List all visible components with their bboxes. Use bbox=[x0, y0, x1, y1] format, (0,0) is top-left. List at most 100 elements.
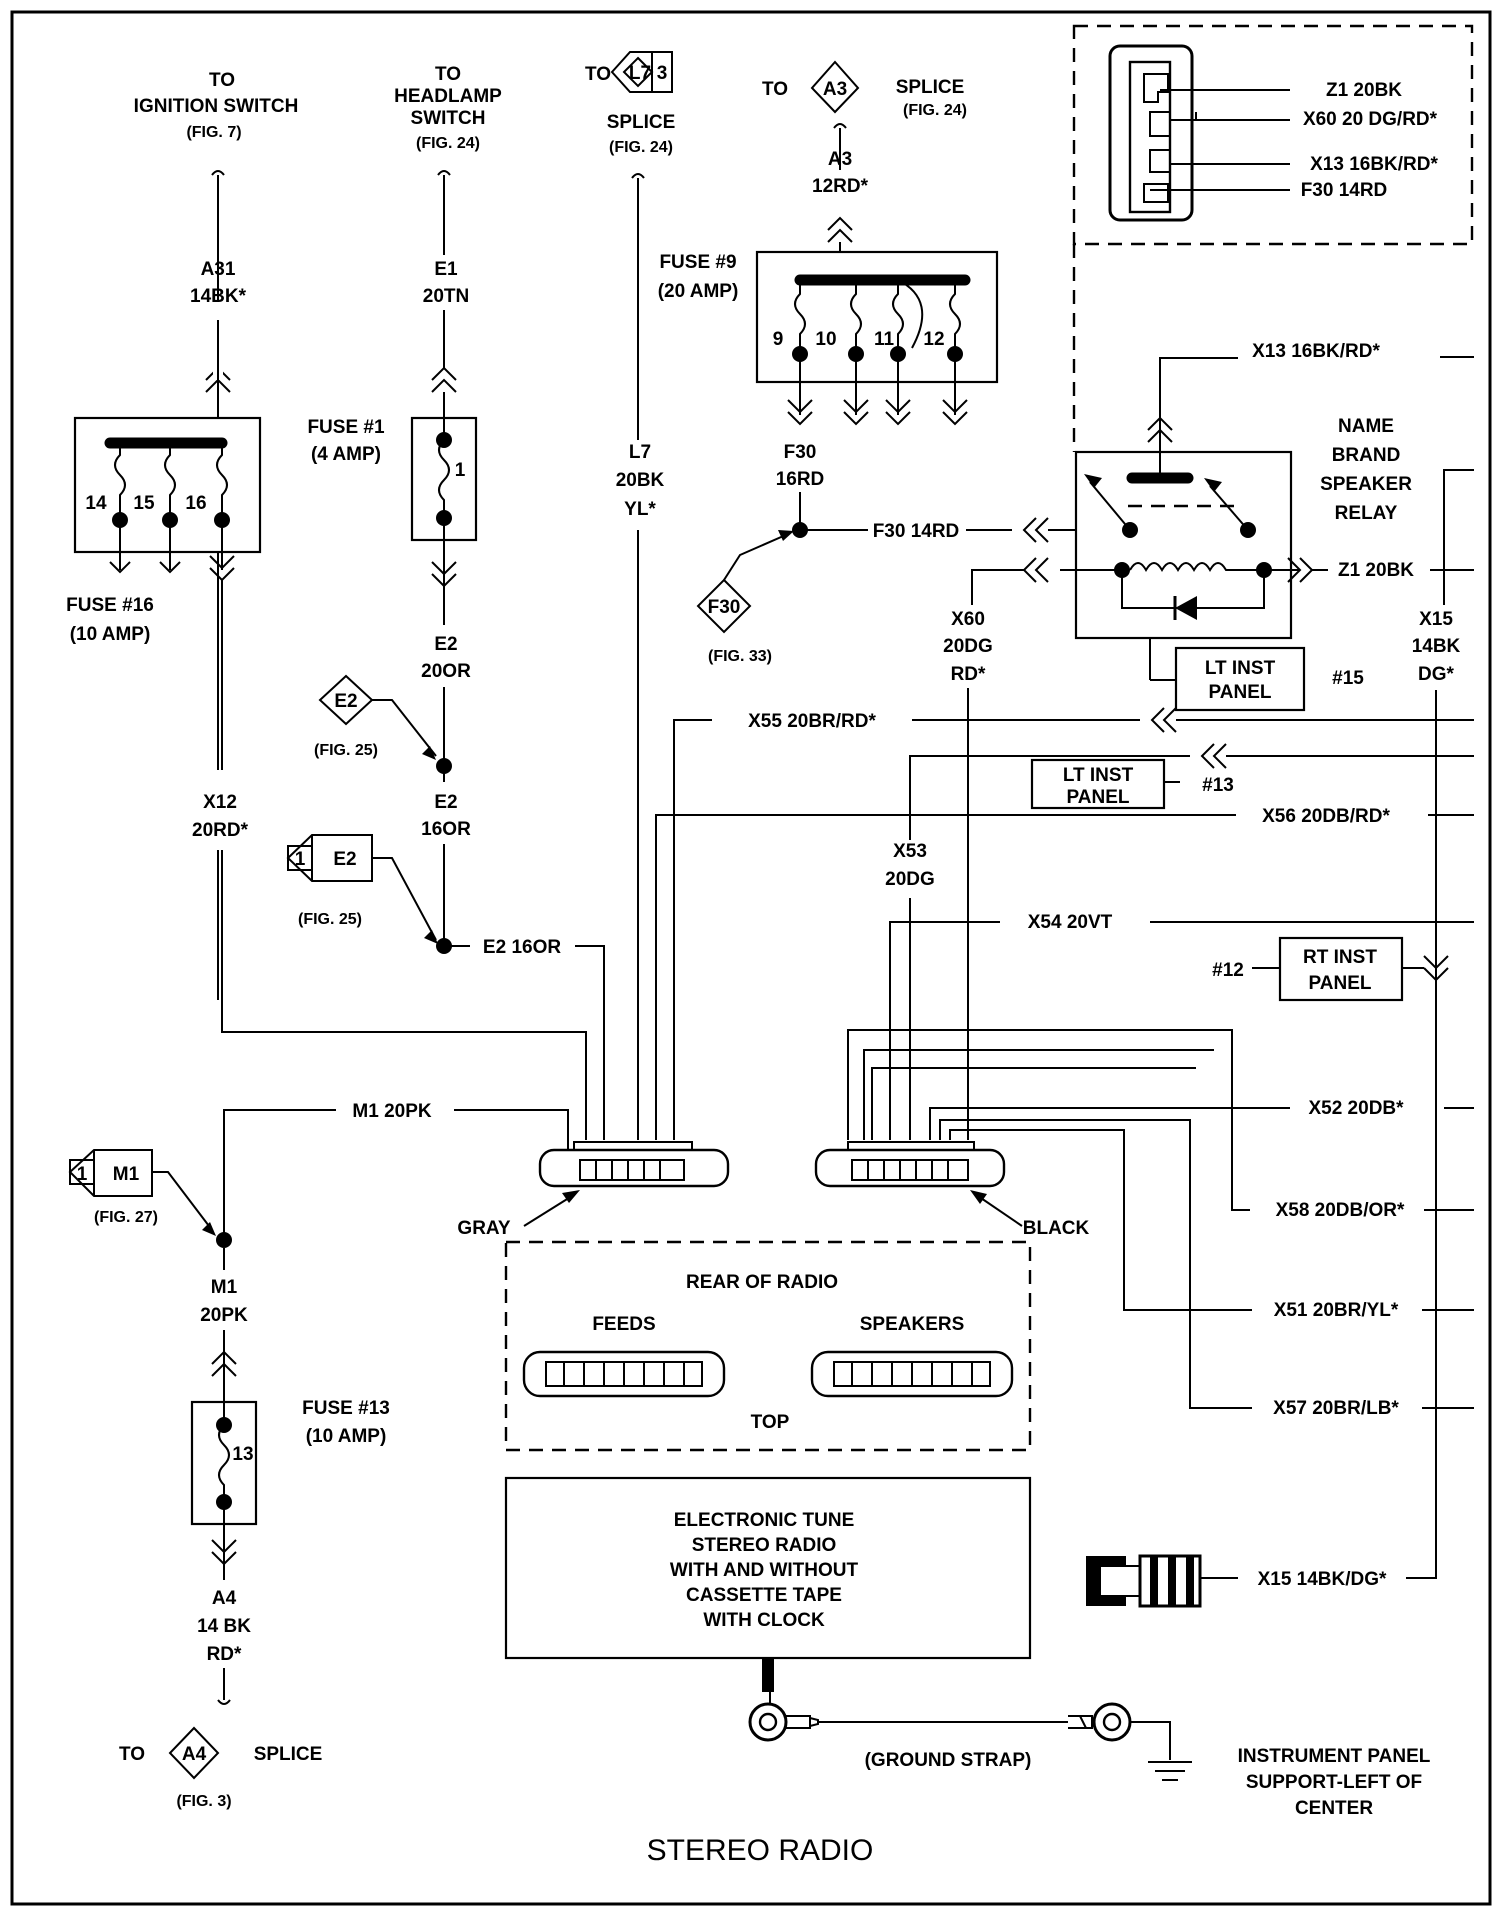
x53-wire-spec: 20DG bbox=[885, 869, 935, 890]
x60-wire-spec2: RD* bbox=[951, 664, 986, 685]
e2b-wire-code: E2 bbox=[434, 792, 457, 813]
a31-wire-code: A31 bbox=[201, 259, 236, 280]
svg-text:REAR OF RADIO: REAR OF RADIO bbox=[686, 1272, 838, 1293]
e2b-wire-spec: 16OR bbox=[421, 819, 471, 840]
x52-run-label: X52 20DB* bbox=[1308, 1098, 1404, 1119]
svg-text:PANEL: PANEL bbox=[1067, 787, 1130, 808]
svg-text:#13: #13 bbox=[1202, 775, 1234, 796]
svg-text:X15 14BK/DG*: X15 14BK/DG* bbox=[1258, 1569, 1387, 1590]
e2-ref-fig25b: 1 E2 (FIG. 25) bbox=[286, 834, 438, 944]
l7-splice-source: TO L7 3 SPLICE (FIG. 24) bbox=[585, 51, 676, 1125]
a4-wire-code: A4 bbox=[212, 1588, 237, 1609]
svg-text:(FIG. 24): (FIG. 24) bbox=[609, 139, 673, 156]
svg-text:TOP: TOP bbox=[751, 1412, 790, 1433]
f30-run-label: F30 14RD bbox=[873, 521, 960, 542]
x51-run-label: X51 20BR/YL* bbox=[1274, 1300, 1399, 1321]
svg-text:#15: #15 bbox=[1332, 668, 1364, 689]
fuse-9: 9 10 11 12 FUSE #9 (20 AMP) bbox=[658, 250, 999, 384]
svg-text:SPEAKERS: SPEAKERS bbox=[860, 1314, 965, 1335]
x53-wire-code: X53 bbox=[893, 841, 927, 862]
a4-wire-spec2: RD* bbox=[207, 1644, 242, 1665]
svg-text:FUSE #9: FUSE #9 bbox=[659, 252, 736, 273]
l7-splice-icon bbox=[622, 56, 654, 88]
svg-text:E2: E2 bbox=[333, 849, 356, 870]
svg-text:1: 1 bbox=[295, 849, 306, 870]
svg-text:(FIG. 24): (FIG. 24) bbox=[416, 135, 480, 152]
svg-text:A3: A3 bbox=[823, 79, 847, 100]
svg-text:(4 AMP): (4 AMP) bbox=[311, 444, 381, 465]
x12-wire bbox=[221, 850, 587, 1140]
m1-wire-code: M1 bbox=[211, 1277, 238, 1298]
svg-text:(FIG. 7): (FIG. 7) bbox=[186, 124, 241, 141]
svg-text:FUSE #1: FUSE #1 bbox=[307, 417, 385, 438]
a4-wire-spec1: 14 BK bbox=[197, 1616, 251, 1637]
svg-text:SPLICE: SPLICE bbox=[896, 77, 965, 98]
svg-text:TO: TO bbox=[119, 1744, 145, 1765]
f30-wire-spec: 16RD bbox=[776, 469, 825, 490]
svg-text:Z1 20BK: Z1 20BK bbox=[1326, 80, 1402, 101]
svg-text:FUSE #16: FUSE #16 bbox=[66, 595, 154, 616]
svg-text:TO: TO bbox=[435, 64, 461, 85]
svg-text:(FIG. 33): (FIG. 33) bbox=[708, 648, 772, 665]
svg-text:X60 20 DG/RD*: X60 20 DG/RD* bbox=[1303, 109, 1438, 130]
x55-run-label: X55 20BR/RD* bbox=[748, 711, 876, 732]
relay-name-1: NAME bbox=[1338, 416, 1394, 437]
x60-wire-spec1: 20DG bbox=[943, 636, 993, 657]
svg-text:14: 14 bbox=[85, 493, 107, 514]
svg-text:F30: F30 bbox=[708, 597, 741, 618]
a31-wire-spec: 14BK* bbox=[190, 286, 247, 307]
x60-wire-code: X60 bbox=[951, 609, 985, 630]
svg-text:L7: L7 bbox=[629, 442, 651, 463]
e2-ref-fig25a: E2 (FIG. 25) bbox=[314, 674, 437, 760]
gray-connector: GRAY bbox=[457, 1141, 730, 1239]
e2a-wire-code: E2 bbox=[434, 634, 457, 655]
svg-text:E2: E2 bbox=[334, 691, 357, 712]
f30-wire-code: F30 bbox=[784, 442, 817, 463]
svg-text:BLACK: BLACK bbox=[1023, 1218, 1090, 1239]
x13-run-label: X13 16BK/RD* bbox=[1252, 341, 1380, 362]
x57-run-label: X57 20BR/LB* bbox=[1273, 1398, 1399, 1419]
e1-wire-code: E1 bbox=[434, 259, 458, 280]
svg-text:(20 AMP): (20 AMP) bbox=[658, 281, 739, 302]
x55-wire bbox=[673, 719, 712, 1140]
e1-wire-spec: 20TN bbox=[423, 286, 469, 307]
svg-text:13: 13 bbox=[232, 1444, 253, 1465]
fuse-1: 1 FUSE #1 (4 AMP) bbox=[307, 392, 478, 542]
ignition-switch-source: TO IGNITION SWITCH (FIG. 7) bbox=[134, 70, 299, 1000]
x15-wire-spec1: 14BK bbox=[1412, 636, 1461, 657]
svg-text:YL*: YL* bbox=[624, 499, 656, 520]
svg-text:(FIG. 27): (FIG. 27) bbox=[94, 1209, 158, 1226]
svg-text:TO: TO bbox=[209, 70, 235, 91]
f30-ref-fig33: F30 (FIG. 33) bbox=[696, 530, 794, 665]
svg-text:15: 15 bbox=[133, 493, 155, 514]
svg-text:FUSE #13: FUSE #13 bbox=[302, 1398, 390, 1419]
svg-text:ELECTRONIC TUNE: ELECTRONIC TUNE bbox=[674, 1510, 855, 1531]
e2a-wire-spec: 20OR bbox=[421, 661, 471, 682]
page-border bbox=[10, 10, 1492, 1906]
svg-text:11: 11 bbox=[874, 329, 895, 350]
svg-text:(FIG. 25): (FIG. 25) bbox=[298, 911, 362, 928]
svg-text:WITH AND WITHOUT: WITH AND WITHOUT bbox=[670, 1560, 859, 1581]
x12-wire-code: X12 bbox=[203, 792, 237, 813]
a4-splice-ref: TO A4 SPLICE (FIG. 3) bbox=[119, 1726, 323, 1810]
svg-text:#12: #12 bbox=[1212, 960, 1244, 981]
rt-inst-panel-12: #12 RT INST PANEL bbox=[1212, 936, 1424, 1002]
svg-text:WITH CLOCK: WITH CLOCK bbox=[703, 1610, 825, 1631]
svg-text:LT INST: LT INST bbox=[1205, 658, 1276, 679]
m1-ref-fig27: 1 M1 (FIG. 27) bbox=[68, 1149, 216, 1236]
e2-run-label: E2 16OR bbox=[483, 937, 561, 958]
svg-text:9: 9 bbox=[773, 329, 784, 350]
svg-text:SPLICE: SPLICE bbox=[254, 1744, 323, 1765]
svg-text:16: 16 bbox=[185, 493, 206, 514]
svg-text:(FIG. 3): (FIG. 3) bbox=[176, 1793, 231, 1810]
svg-text:SPLICE: SPLICE bbox=[607, 112, 676, 133]
diagram-title: STEREO RADIO bbox=[647, 1834, 874, 1867]
svg-text:L7: L7 bbox=[629, 63, 651, 84]
x58-run-label: X58 20DB/OR* bbox=[1276, 1200, 1405, 1221]
svg-text:IGNITION SWITCH: IGNITION SWITCH bbox=[134, 96, 299, 117]
lt-inst-panel-13: LT INST PANEL #13 bbox=[1030, 758, 1234, 810]
lt-inst-panel-15: LT INST PANEL #15 bbox=[1149, 638, 1364, 712]
radio-ground-stud bbox=[762, 1658, 774, 1692]
a3-wire-code: A3 bbox=[828, 149, 852, 170]
